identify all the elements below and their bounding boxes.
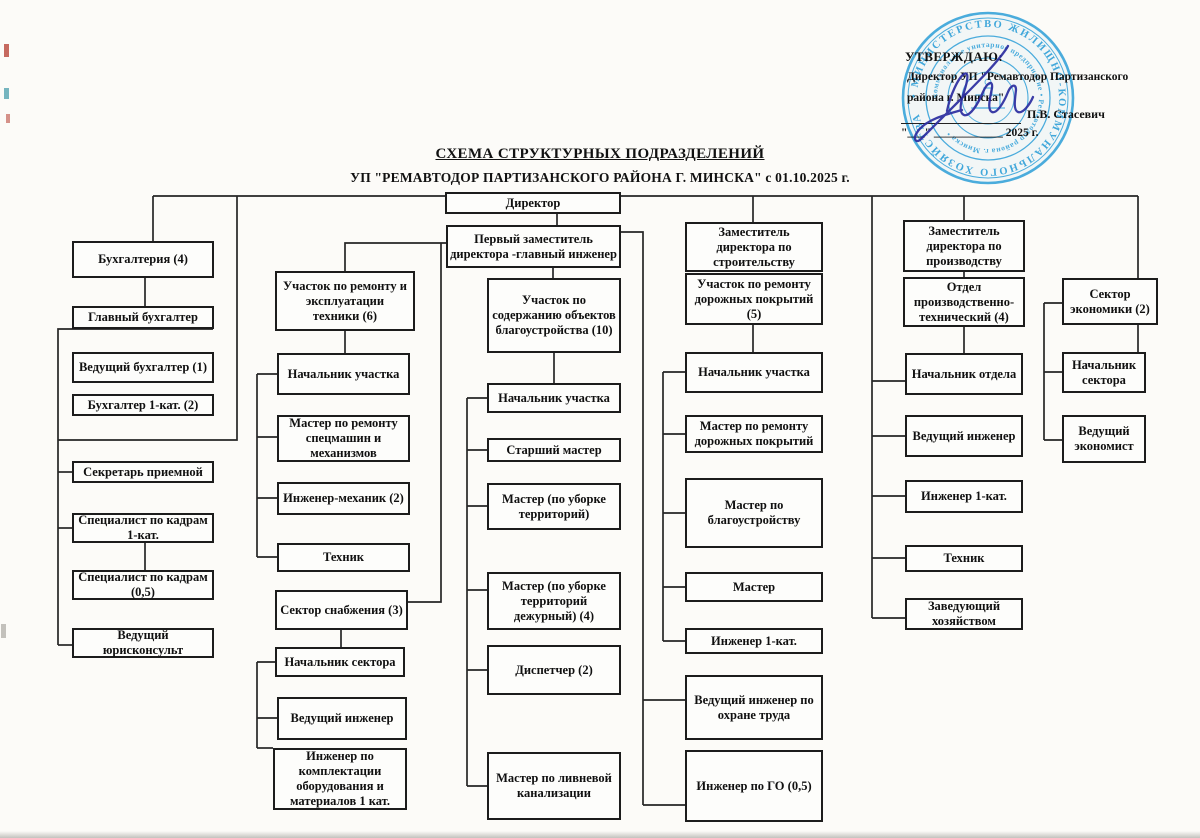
- org-box-accountant-1cat: Бухгалтер 1-кат. (2): [72, 394, 214, 416]
- org-box-economics-sector: Сектор экономики (2): [1062, 278, 1158, 325]
- org-box-senior-master: Старший мастер: [487, 438, 621, 462]
- org-box-deputy-construction: Заместитель директора по строительству: [685, 222, 823, 272]
- org-box-master-territory-duty: Мастер (по уборке территорий дежурный) (…: [487, 572, 621, 630]
- org-box-supply-sector: Сектор снабжения (3): [275, 590, 408, 630]
- org-box-dispatcher: Диспетчер (2): [487, 645, 621, 695]
- connector-line: [58, 196, 238, 441]
- org-box-hr-specialist-1cat: Специалист по кадрам 1-кат.: [72, 513, 214, 543]
- connector-line: [408, 243, 442, 603]
- org-box-section-chief-landscaping: Начальник участка: [487, 383, 621, 413]
- org-box-equipment-procurement-engineer: Инженер по комплектации оборудования и м…: [273, 748, 407, 810]
- org-box-hr-specialist-05: Специалист по кадрам (0,5): [72, 570, 214, 600]
- page-subtitle: УП "РЕМАВТОДОР ПАРТИЗАНСКОГО РАЙОНА Г. М…: [350, 170, 850, 185]
- org-box-accounting-dept: Бухгалтерия (4): [72, 241, 214, 278]
- org-box-supply-lead-engineer: Ведущий инженер: [277, 697, 407, 740]
- org-box-technician-equipment: Техник: [277, 543, 410, 572]
- org-box-director: Директор: [445, 192, 621, 214]
- approval-line1: Директор УП "Ремавтодор Партизанского: [907, 71, 1129, 83]
- signer-name: П.В. Стасевич: [1027, 107, 1105, 121]
- org-box-economics-sector-chief: Начальник сектора: [1062, 352, 1146, 393]
- org-box-first-deputy-chief-engineer: Первый заместитель директора -главный ин…: [446, 225, 621, 268]
- org-box-engineer-mechanic: Инженер-механик (2): [277, 482, 410, 515]
- page-title: СХЕМА СТРУКТУРНЫХ ПОДРАЗДЕЛЕНИЙ: [435, 146, 765, 162]
- org-box-master: Мастер: [685, 572, 823, 602]
- org-box-production-technical-dept: Отдел производственно- технический (4): [903, 277, 1025, 327]
- org-box-master-landscaping: Мастер по благоустройству: [685, 478, 823, 548]
- org-box-civil-defense-engineer: Инженер по ГО (0,5): [685, 750, 823, 822]
- org-box-road-surface-repair-section: Участок по ремонту дорожных покрытий (5): [685, 273, 823, 325]
- scan-artifact: [4, 44, 9, 57]
- org-box-technician-production: Техник: [905, 545, 1023, 572]
- connector-line: [57, 328, 213, 645]
- scan-artifact: [4, 88, 9, 99]
- org-box-secretary: Секретарь приемной: [72, 461, 214, 483]
- org-box-landscaping-section: Участок по содержанию объектов благоустр…: [487, 278, 621, 353]
- org-box-lead-legal-counsel: Ведущий юрисконсульт: [72, 628, 214, 658]
- org-box-facility-manager: Заведующий хозяйством: [905, 598, 1023, 630]
- org-box-master-territory-cleaning: Мастер (по уборке территорий): [487, 483, 621, 530]
- org-box-lead-accountant: Ведущий бухгалтер (1): [72, 352, 214, 383]
- org-box-deputy-production: Заместитель директора по производству: [903, 220, 1025, 272]
- connector-line: [344, 242, 446, 271]
- org-box-engineer-1cat-production: Инженер 1-кат.: [905, 480, 1023, 513]
- org-box-lead-economist: Ведущий экономист: [1062, 415, 1146, 463]
- org-box-engineer-1cat-roads: Инженер 1-кат.: [685, 628, 823, 654]
- org-box-section-chief-roads: Начальник участка: [685, 352, 823, 393]
- org-box-master-storm-sewer: Мастер по ливневой канализации: [487, 752, 621, 820]
- connector-line: [621, 231, 644, 805]
- approval-date-line: "___" ____________ 2025 г.: [901, 127, 1039, 139]
- org-box-chief-accountant: Главный бухгалтер: [72, 306, 214, 329]
- org-box-supply-sector-chief: Начальник сектора: [275, 647, 405, 677]
- org-box-master-road-repair: Мастер по ремонту дорожных покрытий: [685, 415, 823, 453]
- approval-line2: района г. Минска": [907, 92, 1005, 104]
- page-edge-shadow: [0, 831, 1200, 838]
- org-box-master-special-machines: Мастер по ремонту спецмашин и механизмов: [277, 415, 410, 462]
- org-box-section-chief-equipment: Начальник участка: [277, 353, 410, 395]
- signature-line: [901, 109, 1021, 124]
- org-box-production-lead-engineer: Ведущий инженер: [905, 415, 1023, 457]
- org-box-dept-chief: Начальник отдела: [905, 353, 1023, 395]
- approval-heading: УТВЕРЖДАЮ:: [905, 49, 1004, 64]
- org-box-equipment-repair-section: Участок по ремонту и эксплуатации техник…: [275, 271, 415, 331]
- scan-artifact: [1, 624, 6, 638]
- org-box-labor-safety-lead-engineer: Ведущий инженер по охране труда: [685, 675, 823, 740]
- scan-artifact: [6, 114, 10, 123]
